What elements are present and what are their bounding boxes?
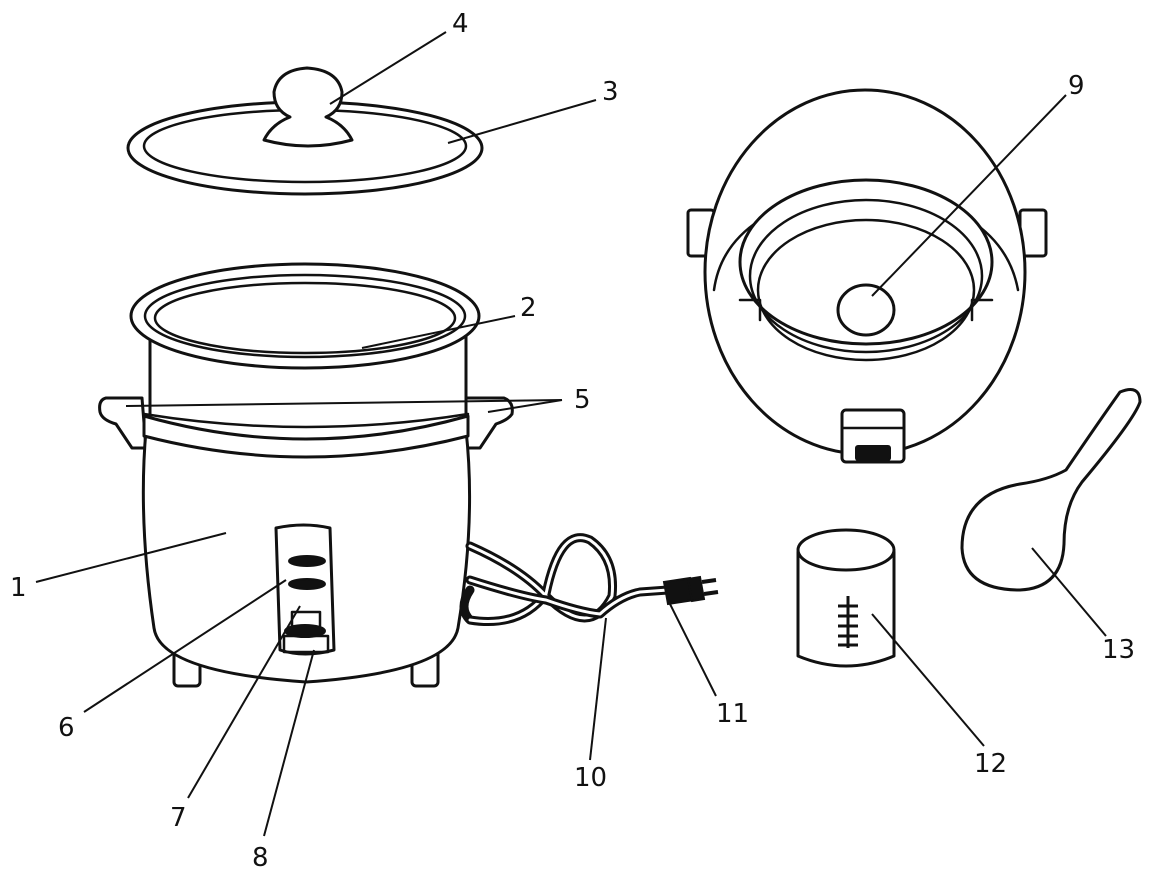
- inner-pot: [129, 262, 481, 442]
- leader-1: [35, 532, 227, 583]
- callout-13: 13: [1102, 635, 1135, 665]
- power-cord: [459, 533, 673, 627]
- control-panel: [274, 523, 336, 656]
- right-handle: [464, 396, 514, 450]
- callout-10: 10: [574, 763, 607, 793]
- lid-knob: [262, 66, 354, 148]
- leader-7: [187, 605, 301, 799]
- leader-4: [329, 31, 447, 105]
- leader-11: [667, 599, 717, 697]
- leader-13: [1031, 547, 1107, 637]
- callout-5: 5: [574, 385, 591, 415]
- callout-labels: 1 2 3 4 5 6 7 8 9 10 11 12 13: [10, 9, 1135, 870]
- left-handle: [98, 396, 148, 450]
- power-plug: [662, 575, 719, 606]
- leader-9: [871, 94, 1067, 297]
- leader-3: [447, 99, 597, 144]
- leader-8: [263, 649, 315, 837]
- callout-6: 6: [58, 713, 75, 743]
- leader-10: [589, 617, 607, 761]
- callout-3: 3: [602, 77, 619, 107]
- callout-9: 9: [1068, 71, 1085, 101]
- callout-11: 11: [716, 699, 749, 729]
- leader-5a: [125, 399, 563, 407]
- heating-plate: [836, 283, 896, 337]
- callout-7: 7: [170, 803, 187, 833]
- leader-12: [871, 613, 985, 747]
- indicator-light-cook: [288, 555, 326, 567]
- callout-2: 2: [520, 293, 537, 323]
- measuring-cup: [796, 528, 896, 668]
- cooker-top-view: [686, 88, 1048, 464]
- rice-paddle: [960, 388, 1142, 592]
- leader-6: [83, 579, 287, 713]
- callout-8: 8: [252, 843, 269, 870]
- leader-2: [361, 315, 516, 349]
- callout-4: 4: [452, 9, 469, 39]
- leader-lines: [35, 31, 1107, 837]
- callout-12: 12: [974, 749, 1007, 779]
- leader-5b: [487, 399, 563, 413]
- indicator-light-warm: [288, 578, 326, 590]
- callout-1: 1: [10, 573, 27, 603]
